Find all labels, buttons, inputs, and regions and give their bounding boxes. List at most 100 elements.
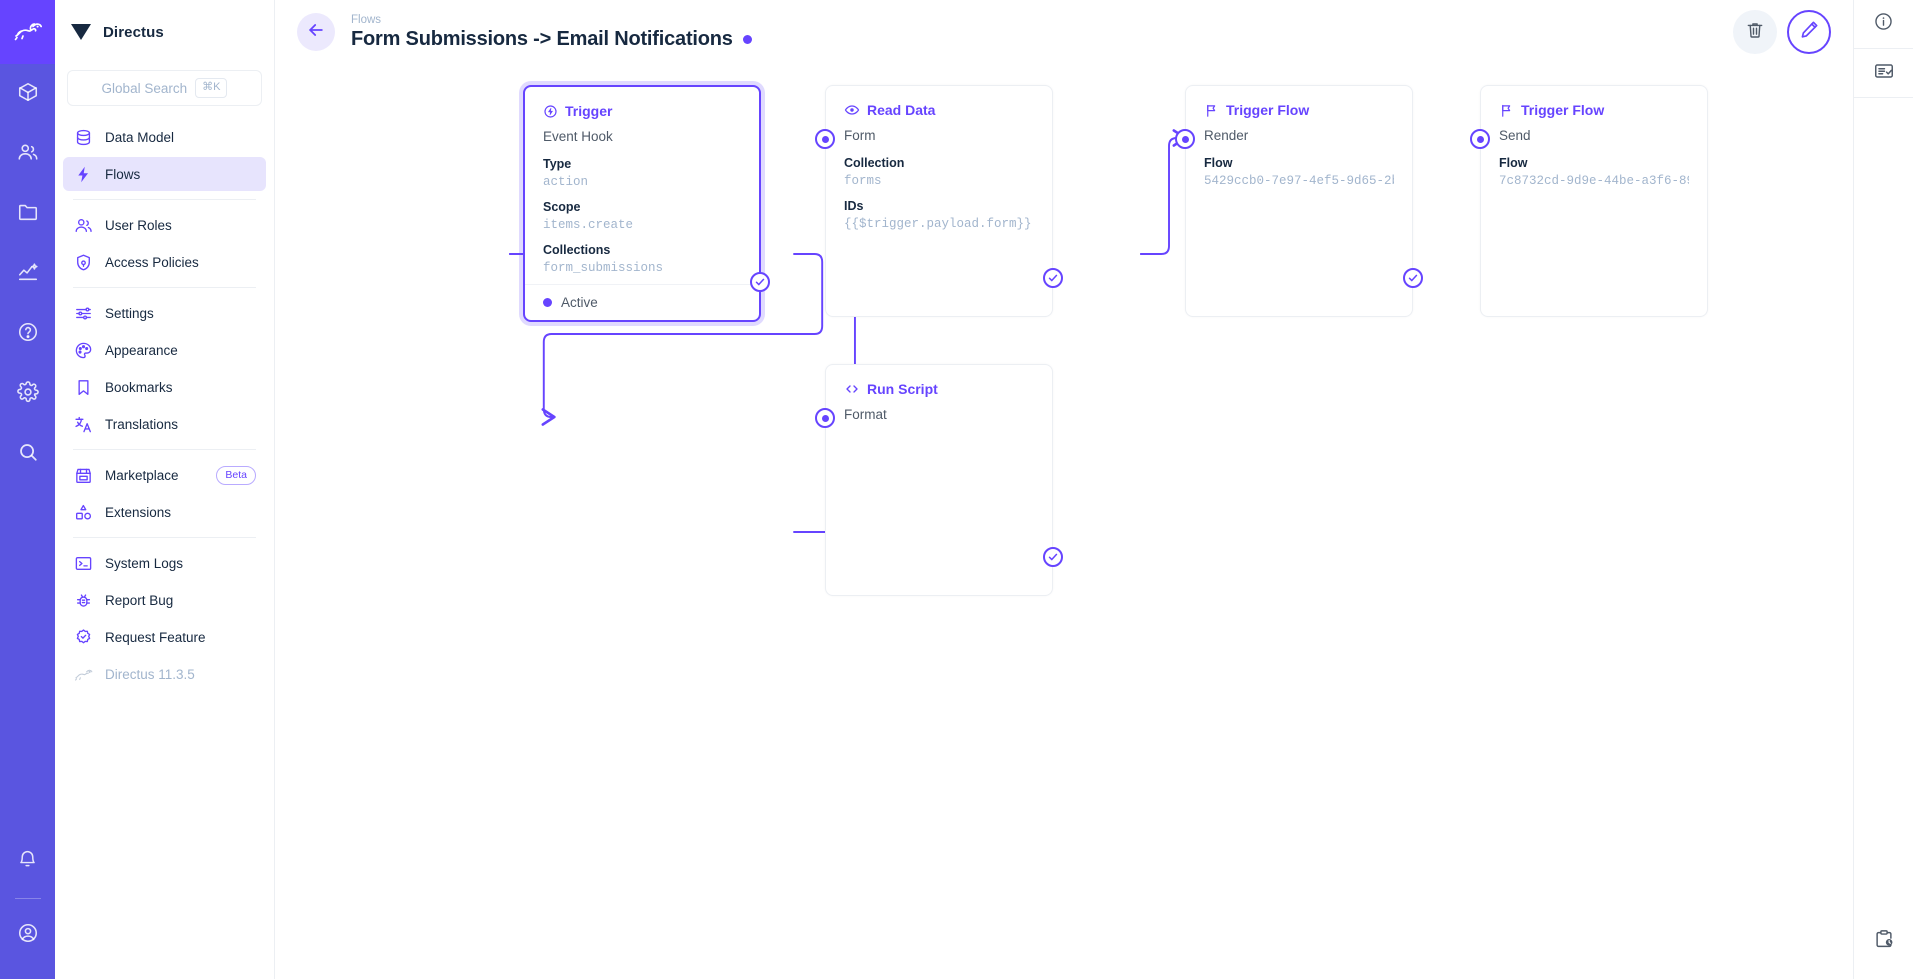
module-item-settings[interactable] (0, 364, 55, 424)
sidebar-item-label: Appearance (105, 342, 178, 358)
node-name: Render (1204, 128, 1249, 143)
node-output-handle-resolve[interactable] (1403, 268, 1423, 288)
node-output-handle-resolve[interactable] (1043, 268, 1063, 288)
sidebar-item-flows[interactable]: Flows (63, 157, 266, 191)
node-header: Trigger (525, 87, 759, 125)
sidebar-divider (73, 537, 256, 538)
node-output-handle-resolve[interactable] (1043, 547, 1063, 567)
sidebar-item-system-logs[interactable]: System Logs (63, 546, 266, 580)
node-field-value: forms (844, 174, 882, 188)
node-field-key: Collections (543, 243, 611, 257)
node-output-handle-resolve[interactable] (750, 272, 770, 292)
logs-list-icon (1873, 60, 1895, 87)
sidebar-item-label: Data Model (105, 129, 175, 145)
notifications-bell-button[interactable] (0, 832, 55, 892)
code-brackets-icon (844, 381, 860, 397)
edit-flow-button[interactable] (1787, 10, 1831, 54)
node-input-handle[interactable] (815, 129, 835, 149)
flag-icon (1204, 103, 1219, 118)
directus-rabbit-icon (73, 664, 93, 684)
sidebar-item-data-model[interactable]: Data Model (63, 120, 266, 154)
sidebar-item-report-bug[interactable]: Report Bug (63, 583, 266, 617)
module-item-file-library[interactable] (0, 184, 55, 244)
module-item-insights[interactable] (0, 244, 55, 304)
sidebar-item-label: Extensions (105, 504, 172, 520)
sidebar-divider (73, 287, 256, 288)
sidebar-divider (73, 199, 256, 200)
account-button[interactable] (0, 905, 55, 965)
search-icon (17, 441, 39, 468)
node-field-key: Scope (543, 200, 581, 214)
back-button[interactable] (297, 13, 335, 51)
sidebar-item-appearance[interactable]: Appearance (63, 333, 266, 367)
sidebar-item-settings[interactable]: Settings (63, 296, 266, 330)
notifications-bell-icon (17, 849, 38, 875)
node-input-handle[interactable] (815, 408, 835, 428)
sidebar-item-access-policies[interactable]: Access Policies (63, 245, 266, 279)
bug-icon (73, 590, 93, 610)
logs-button[interactable] (1854, 49, 1913, 97)
module-item-help[interactable] (0, 304, 55, 364)
node-field-key: Type (543, 157, 572, 171)
node-name: Format (844, 407, 887, 422)
global-search-shortcut: ⌘K (195, 78, 228, 98)
sidebar-item-user-roles[interactable]: User Roles (63, 208, 266, 242)
flow-status-dot (742, 35, 752, 44)
node-field-key: Flow (1499, 156, 1528, 170)
directus-mark-icon (71, 24, 91, 40)
node-type-label: Read Data (867, 102, 936, 118)
extensions-icon (73, 502, 93, 522)
delete-flow-button[interactable] (1733, 10, 1777, 54)
sidebar-item-request-feature[interactable]: Request Feature (63, 620, 266, 654)
node-field-value: items.create (543, 218, 634, 232)
palette-icon (73, 340, 93, 360)
node-name: Form (844, 128, 876, 143)
bookmark-icon (73, 377, 93, 397)
clipboard-clock-icon (1873, 928, 1895, 955)
flag-icon (1499, 103, 1514, 118)
global-search-input[interactable]: Global Search ⌘K (67, 70, 262, 106)
sidebar-item-bookmarks[interactable]: Bookmarks (63, 370, 266, 404)
page-title: Form Submissions -> Email Notifications (351, 28, 733, 50)
node-input-handle[interactable] (1175, 129, 1195, 149)
module-item-content[interactable] (0, 64, 55, 124)
sliders-icon (73, 303, 93, 323)
sidebar-item-label: Directus 11.3.5 (105, 666, 195, 682)
node-field-key: Flow (1204, 156, 1233, 170)
sidebar-item-label: Bookmarks (105, 379, 173, 395)
node-name: Send (1499, 128, 1531, 143)
pencil-icon (1799, 19, 1820, 45)
node-field-value: 7c8732cd-9d9e-44be-a3f6-89… (1499, 174, 1689, 188)
node-header: Trigger Flow (1186, 86, 1412, 124)
global-search-placeholder: Global Search (101, 80, 188, 96)
module-item-directus-logo[interactable] (0, 0, 55, 64)
info-icon (1873, 11, 1894, 37)
settings-gear-icon (16, 380, 39, 408)
node-input-handle[interactable] (1470, 129, 1490, 149)
breadcrumb[interactable]: Flows (351, 14, 382, 26)
sidebar-item-translations[interactable]: Translations (63, 407, 266, 441)
trash-icon (1745, 20, 1765, 45)
info-button[interactable] (1854, 0, 1913, 48)
help-icon (17, 321, 39, 348)
module-bar (0, 0, 55, 979)
sidebar-item-label: Access Policies (105, 254, 199, 270)
module-item-user-directory[interactable] (0, 124, 55, 184)
module-item-search[interactable] (0, 424, 55, 484)
activity-button[interactable] (1854, 917, 1913, 965)
sidebar-item-directus-11-3-5: Directus 11.3.5 (63, 657, 266, 691)
sidebar-item-extensions[interactable]: Extensions (63, 495, 266, 529)
sidebar-item-label: Settings (105, 305, 154, 321)
right-sidebar (1853, 0, 1913, 979)
